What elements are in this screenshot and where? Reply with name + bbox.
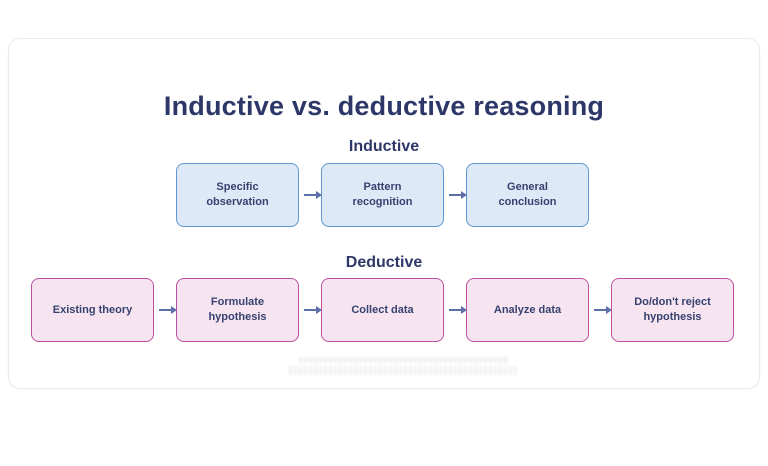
- blurred-watermark: [288, 357, 518, 383]
- blurred-watermark-line: [299, 357, 507, 363]
- deductive-step-reject-hypothesis: Do/don't reject hypothesis: [611, 278, 734, 342]
- inductive-step-pattern-recognition: Pattern recognition: [321, 163, 444, 227]
- deductive-section-label: Deductive: [345, 254, 423, 271]
- blurred-watermark-line: [289, 366, 517, 375]
- inductive-step-specific-observation: Specific observation: [176, 163, 299, 227]
- right-arrow-icon: [154, 278, 177, 342]
- deductive-step-analyze-data: Analyze data: [466, 278, 589, 342]
- inductive-step-general-conclusion: General conclusion: [466, 163, 589, 227]
- page-title: Inductive vs. deductive reasoning: [163, 91, 605, 122]
- right-arrow-icon: [444, 278, 467, 342]
- deductive-flow-row: Existing theory Formulate hypothesis Col…: [31, 278, 734, 342]
- inductive-section-label: Inductive: [348, 138, 420, 155]
- inductive-flow-row: Specific observation Pattern recognition…: [176, 163, 589, 227]
- diagram-card: Inductive vs. deductive reasoning Induct…: [8, 38, 760, 389]
- deductive-step-collect-data: Collect data: [321, 278, 444, 342]
- right-arrow-icon: [299, 278, 322, 342]
- deductive-step-formulate-hypothesis: Formulate hypothesis: [176, 278, 299, 342]
- right-arrow-icon: [299, 163, 322, 227]
- right-arrow-icon: [444, 163, 467, 227]
- right-arrow-icon: [589, 278, 612, 342]
- deductive-step-existing-theory: Existing theory: [31, 278, 154, 342]
